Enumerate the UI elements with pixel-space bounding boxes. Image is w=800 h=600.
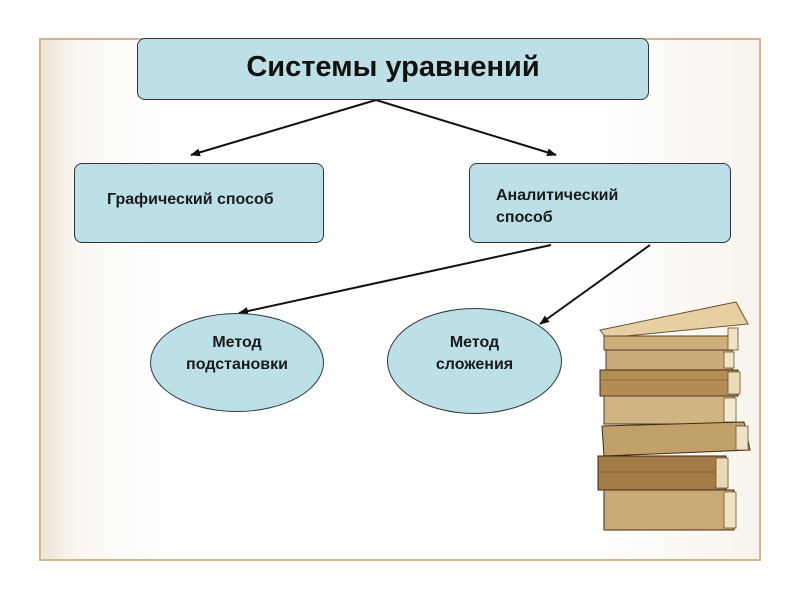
title-box: Системы уравнений [137, 38, 649, 100]
substitution-method-label: Метод подстановки [151, 332, 323, 376]
book-6 [597, 455, 729, 491]
addition-line-2: сложения [435, 356, 514, 373]
arrow-title-to-analytic [375, 99, 557, 157]
addition-method-label: Метод сложения [388, 332, 561, 376]
addition-method-ellipse: Метод сложения [387, 308, 562, 414]
arrow-analytic-to-addition [539, 244, 651, 325]
diagram-title: Системы уравнений [246, 51, 540, 83]
addition-line-1: Метод [449, 334, 500, 351]
analytic-method-line-2: способ [496, 209, 553, 226]
substitution-line-2: подстановки [186, 356, 288, 373]
analytic-method-line-1: Аналитический [496, 187, 619, 204]
book-2 [605, 349, 735, 371]
analytic-method-label: Аналитический способ [496, 185, 696, 229]
analytic-method-box: Аналитический способ [469, 163, 731, 243]
book-7 [603, 489, 737, 531]
substitution-method-ellipse: Метод подстановки [150, 313, 324, 412]
substitution-line-1: Метод [212, 334, 262, 351]
graphic-method-box: Графический способ [74, 163, 324, 243]
book-4 [603, 395, 737, 425]
book-5 [601, 421, 751, 457]
graphic-method-label: Графический способ [107, 191, 274, 208]
book-1 [599, 301, 749, 351]
book-3 [599, 369, 741, 397]
arrow-title-to-graphic [190, 99, 377, 157]
book-stack-image [597, 301, 751, 531]
arrow-analytic-to-substitution [238, 244, 552, 315]
